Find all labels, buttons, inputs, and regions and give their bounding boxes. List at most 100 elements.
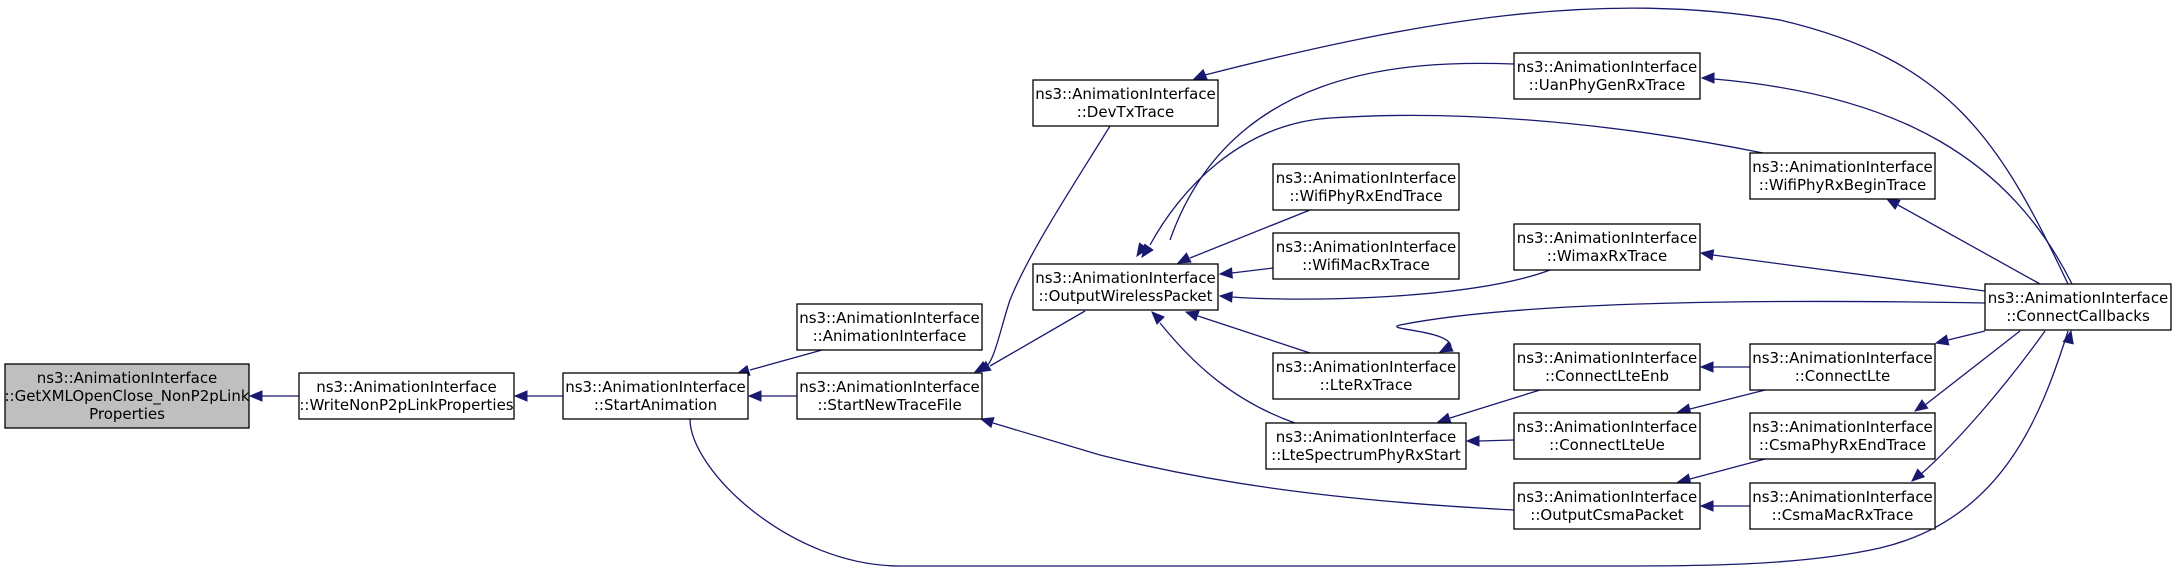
edge-lteSpectrumPhyRxStart-to-outputWirelessPacket bbox=[1151, 311, 1296, 424]
node-box bbox=[1272, 163, 1460, 211]
arrowhead-icon bbox=[1136, 242, 1149, 258]
node-box bbox=[1984, 283, 2172, 331]
edge-startAnimation-to-writeNonP2p bbox=[513, 390, 563, 402]
arrowhead-icon bbox=[1438, 341, 1454, 353]
edge-line bbox=[1897, 204, 2041, 285]
node-csmaMacRxTrace[interactable]: ns3::AnimationInterface::CsmaMacRxTrace bbox=[1749, 482, 1936, 530]
node-outputWirelessPacket[interactable]: ns3::AnimationInterface::OutputWirelessP… bbox=[1032, 263, 1219, 311]
edge-connectLteUe-to-lteSpectrumPhyRxStart bbox=[1465, 435, 1515, 447]
node-writeNonP2p[interactable]: ns3::AnimationInterface::WriteNonP2pLink… bbox=[298, 372, 515, 420]
node-connectLteUe[interactable]: ns3::AnimationInterface::ConnectLteUe bbox=[1513, 412, 1701, 460]
arrowhead-icon bbox=[1436, 412, 1452, 424]
node-label-line: ::DevTxTrace bbox=[1077, 103, 1175, 121]
node-box bbox=[1272, 232, 1460, 280]
arrowhead-icon bbox=[248, 390, 263, 402]
node-box bbox=[1513, 343, 1701, 391]
edge-connectCallbacks-to-csmaMacRxTrace bbox=[1911, 330, 2046, 482]
edge-line bbox=[1189, 209, 1311, 259]
node-wimaxRxTrace[interactable]: ns3::AnimationInterface::WimaxRxTrace bbox=[1513, 223, 1701, 271]
node-box bbox=[1513, 223, 1701, 271]
node-connectCallbacks[interactable]: ns3::AnimationInterface::ConnectCallback… bbox=[1984, 283, 2172, 331]
arrowhead-icon bbox=[1699, 500, 1714, 512]
node-box bbox=[1265, 422, 1467, 470]
node-label-line: ::UanPhyGenRxTrace bbox=[1529, 76, 1686, 94]
node-label-line: ::OutputWirelessPacket bbox=[1038, 287, 1212, 305]
node-wifiMacRxTrace[interactable]: ns3::AnimationInterface::WifiMacRxTrace bbox=[1272, 232, 1460, 280]
node-label-line: ns3::AnimationInterface bbox=[1276, 358, 1457, 376]
node-box bbox=[1513, 412, 1701, 460]
node-csmaPhyRxEndTrace[interactable]: ns3::AnimationInterface::CsmaPhyRxEndTra… bbox=[1749, 412, 1936, 460]
arrowhead-icon bbox=[1141, 243, 1154, 259]
edge-line bbox=[1713, 78, 2073, 285]
node-label-line: ::ConnectLteEnb bbox=[1545, 367, 1669, 385]
node-label-line: ::CsmaMacRxTrace bbox=[1772, 506, 1914, 524]
edge-line bbox=[1478, 439, 1515, 442]
node-label-line: ns3::AnimationInterface bbox=[1517, 58, 1698, 76]
node-outputCsmaPacket[interactable]: ns3::AnimationInterface::OutputCsmaPacke… bbox=[1513, 482, 1701, 530]
node-ctor[interactable]: ns3::AnimationInterface::AnimationInterf… bbox=[796, 303, 983, 351]
edge-line bbox=[1204, 7, 2069, 285]
node-box bbox=[1513, 52, 1701, 100]
node-label-line: ns3::AnimationInterface bbox=[1517, 418, 1698, 436]
node-label-line: ::OutputCsmaPacket bbox=[1530, 506, 1683, 524]
edge-outputWirelessPacket-to-startNewTraceFile bbox=[976, 310, 1086, 373]
node-box bbox=[4, 363, 250, 429]
node-devTxTrace[interactable]: ns3::AnimationInterface::DevTxTrace bbox=[1032, 79, 1219, 127]
node-box bbox=[1272, 352, 1460, 400]
node-label-line: ns3::AnimationInterface bbox=[316, 378, 497, 396]
edge-arrow-connectcallbacks-bottom bbox=[2062, 329, 2074, 345]
node-connectLteEnb[interactable]: ns3::AnimationInterface::ConnectLteEnb bbox=[1513, 343, 1701, 391]
node-box bbox=[796, 372, 983, 420]
edge-connectCallbacks-to-csmaPhyRxEndTrace bbox=[1913, 330, 2021, 412]
edge-line bbox=[1712, 254, 1986, 292]
node-label-line: ns3::AnimationInterface bbox=[1035, 85, 1216, 103]
node-label-line: ns3::AnimationInterface bbox=[1988, 289, 2169, 307]
edge-writeNonP2p-to-root bbox=[248, 390, 299, 402]
node-lteSpectrumPhyRxStart[interactable]: ns3::AnimationInterface::LteSpectrumPhyR… bbox=[1265, 422, 1467, 470]
edge-line bbox=[992, 422, 1515, 511]
node-label-line: ns3::AnimationInterface bbox=[799, 309, 980, 327]
node-label-line: ns3::AnimationInterface bbox=[1035, 269, 1216, 287]
edge-connectLte-to-connectLteUe bbox=[1676, 389, 1766, 415]
node-label-line: ::CsmaPhyRxEndTrace bbox=[1759, 436, 1926, 454]
node-label-line: ns3::AnimationInterface bbox=[1752, 418, 1933, 436]
edge-line bbox=[1689, 458, 1766, 480]
arrowhead-icon bbox=[976, 360, 992, 373]
edge-line bbox=[1689, 389, 1766, 410]
node-label-line: ns3::AnimationInterface bbox=[1752, 488, 1933, 506]
node-startNewTraceFile[interactable]: ns3::AnimationInterface::StartNewTraceFi… bbox=[796, 372, 983, 420]
node-wifiPhyRxBeginTrace[interactable]: ns3::AnimationInterface::WifiPhyRxBeginT… bbox=[1749, 152, 1936, 200]
arrowhead-icon bbox=[1700, 72, 1715, 84]
node-connectLte[interactable]: ns3::AnimationInterface::ConnectLte bbox=[1749, 343, 1936, 391]
node-lteRxTrace[interactable]: ns3::AnimationInterface::LteRxTrace bbox=[1272, 352, 1460, 400]
node-box bbox=[796, 303, 983, 351]
arrowhead-icon bbox=[1184, 310, 1200, 322]
edge-connectCallbacks-to-wimaxRxTrace bbox=[1699, 249, 1986, 292]
node-label-line: Properties bbox=[89, 405, 165, 423]
edge-csmaMacRxTrace-to-outputCsmaPacket bbox=[1699, 500, 1750, 512]
edge-line bbox=[749, 349, 823, 371]
node-label-line: ::WriteNonP2pLinkProperties bbox=[299, 396, 513, 414]
node-label-line: ::LteSpectrumPhyRxStart bbox=[1271, 446, 1461, 464]
edge-wifiMacRxTrace-to-outputWirelessPacket bbox=[1218, 267, 1274, 279]
node-wifiPhyRxEndTrace[interactable]: ns3::AnimationInterface::WifiPhyRxEndTra… bbox=[1272, 163, 1460, 211]
node-label-line: ns3::AnimationInterface bbox=[37, 369, 218, 387]
node-box bbox=[1749, 412, 1936, 460]
edge-connectCallbacks-to-startAnimation bbox=[689, 330, 2069, 567]
edge-wifiPhyRxEndTrace-to-outputWirelessPacket bbox=[1176, 209, 1311, 264]
node-uanPhyGenRxTrace[interactable]: ns3::AnimationInterface::UanPhyGenRxTrac… bbox=[1513, 52, 1701, 100]
node-label-line: ::LteRxTrace bbox=[1320, 376, 1413, 394]
node-box bbox=[1032, 263, 1219, 311]
node-startAnimation[interactable]: ns3::AnimationInterface::StartAnimation bbox=[562, 372, 749, 420]
node-label-line: ns3::AnimationInterface bbox=[1276, 238, 1457, 256]
node-box bbox=[1749, 343, 1936, 391]
node-label-line: ns3::AnimationInterface bbox=[1752, 158, 1933, 176]
node-box bbox=[1032, 79, 1219, 127]
node-label-line: ::ConnectLteUe bbox=[1549, 436, 1665, 454]
edge-connectCallbacks-to-connectLte bbox=[1934, 330, 1986, 346]
edge-wimaxRxTrace-to-outputWirelessPacket bbox=[1218, 269, 1551, 303]
node-label-line: ::WifiPhyRxEndTrace bbox=[1289, 187, 1442, 205]
node-label-line: ns3::AnimationInterface bbox=[565, 378, 746, 396]
edge-line bbox=[1396, 300, 1986, 351]
